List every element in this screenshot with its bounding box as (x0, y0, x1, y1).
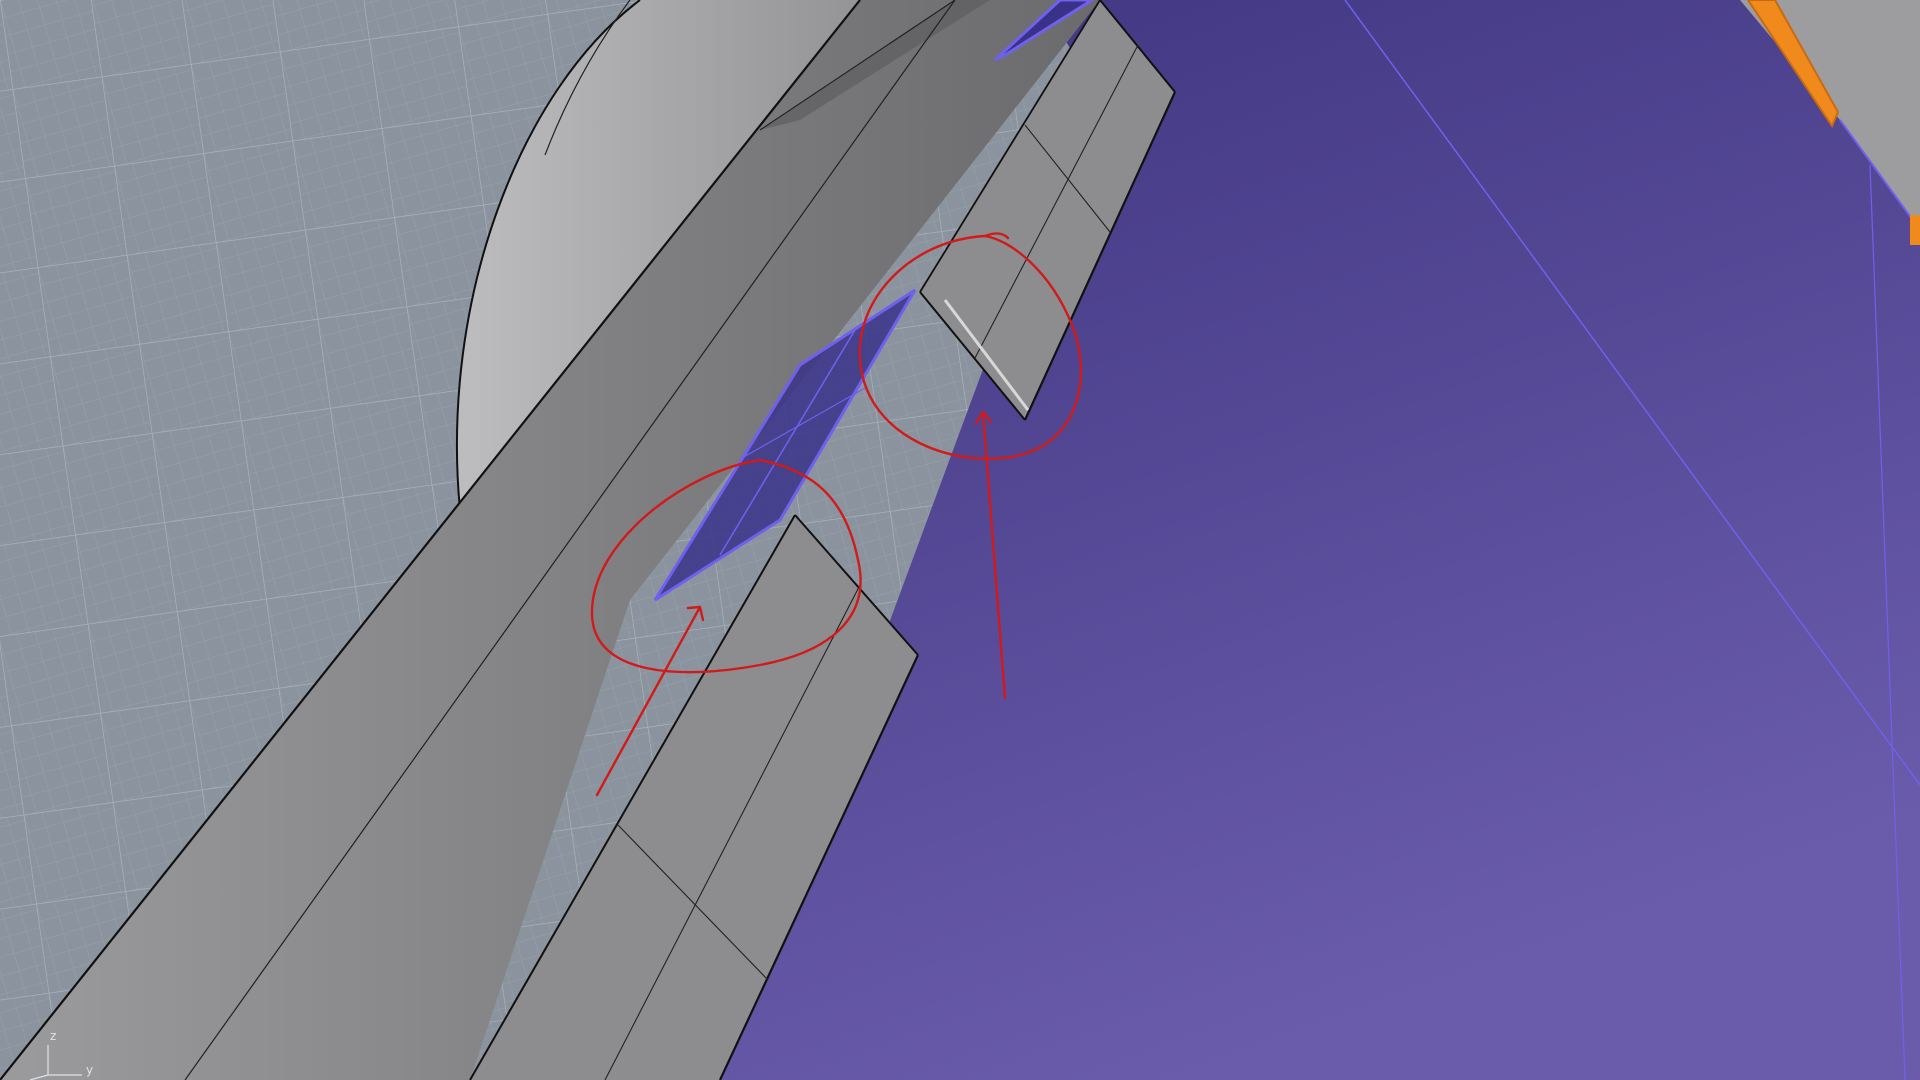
main-beam (0, 0, 1100, 1080)
plane-edge-line (1344, 0, 1920, 786)
selected-fin-face (653, 288, 917, 602)
annotation-marks (590, 232, 1083, 797)
axis-z-label: z (50, 1029, 57, 1043)
lower-block (469, 514, 919, 1080)
upper-right-part (1740, 0, 1920, 1080)
cylinder-body (456, 0, 920, 511)
axis-y-label: y (86, 1063, 94, 1077)
selected-fin-top (993, 0, 1095, 62)
axis-indicator (29, 1045, 82, 1080)
